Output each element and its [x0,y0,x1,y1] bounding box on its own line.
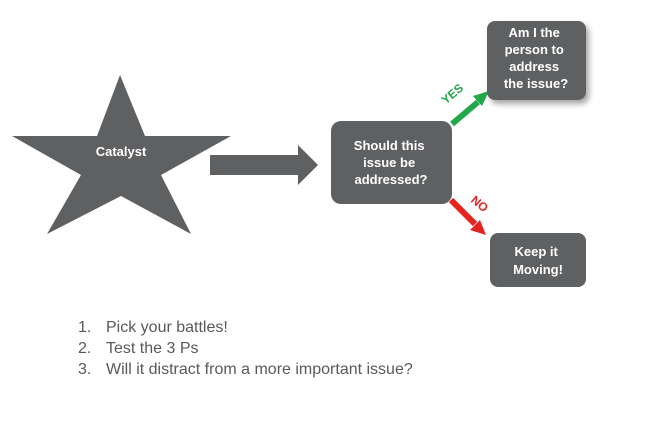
no-label: NO [468,193,491,215]
step-text: Test the 3 Ps [106,340,199,357]
step-item-3: 3. Will it distract from a more importan… [78,359,413,380]
steps-list: 1. Pick your battles! 2. Test the 3 Ps 3… [78,317,413,380]
person-line-1: Am I the [509,25,560,40]
keep-moving-line-2: Moving! [513,262,563,277]
yes-arrow [450,91,489,127]
person-line-4: the issue? [504,76,568,91]
yes-label: YES [439,81,466,107]
flow-arrow [210,145,318,185]
step-text: Will it distract from a more important i… [106,361,413,378]
step-number: 1. [78,319,92,336]
step-number: 3. [78,361,92,378]
step-item-2: 2. Test the 3 Ps [78,338,413,359]
keep-moving-text: Keep it Moving! [513,244,563,277]
question-line-2: issue be [363,155,415,170]
keep-moving-line-1: Keep it [515,244,559,259]
question-line-3: addressed? [355,172,428,187]
question-text: Should this issue be addressed? [354,138,428,187]
person-box [487,21,586,100]
catalyst-star [12,75,231,234]
step-number: 2. [78,340,92,357]
question-box [331,121,452,204]
step-text: Pick your battles! [106,319,228,336]
keep-moving-box [490,233,586,287]
question-line-1: Should this [354,138,425,153]
step-item-1: 1. Pick your battles! [78,317,413,338]
person-text: Am I the person to address the issue? [504,25,568,91]
person-line-2: person to [505,42,564,57]
no-arrow [448,197,486,235]
person-line-3: address [509,59,559,74]
catalyst-label: Catalyst [96,144,147,159]
